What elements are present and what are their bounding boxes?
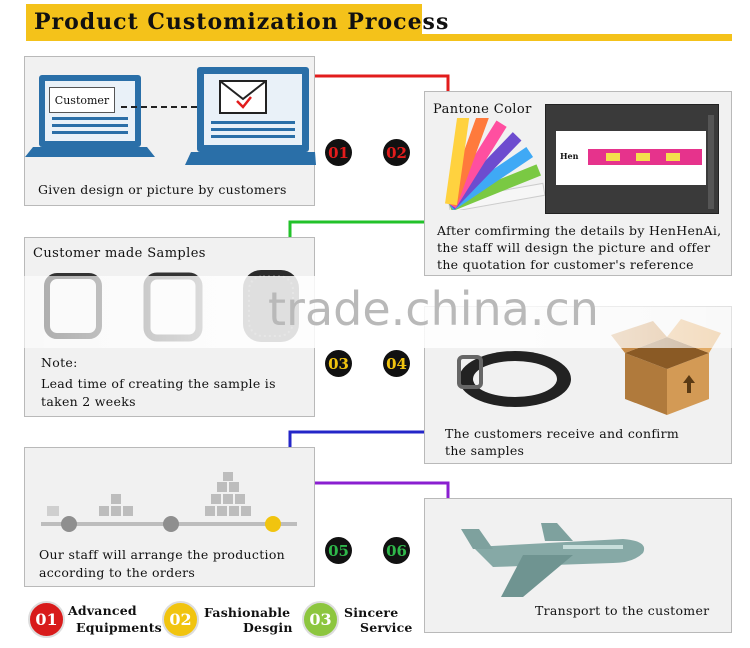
feature-3-line1: Sincere	[344, 605, 399, 620]
step3-note-2: taken 2 weeks	[41, 394, 136, 409]
feature-badge-02: 02	[162, 601, 199, 638]
step4-caption-2: the samples	[445, 443, 525, 458]
laptops-illustration	[25, 67, 316, 165]
screen-text: Hen	[560, 151, 579, 161]
feature-3-line2: Service	[360, 620, 413, 635]
page-title: Product Customization Process	[34, 9, 450, 35]
feature-2-line2: Desgin	[243, 620, 293, 635]
step2-caption-2: the staff will design the picture and of…	[437, 240, 711, 255]
belt-icon	[457, 351, 571, 407]
step-badge-02: 02	[383, 139, 410, 166]
step5-panel: Our staff will arrange the production ac…	[24, 447, 315, 587]
step6-caption: Transport to the customer	[535, 603, 710, 618]
connector-red	[314, 74, 450, 92]
step-badge-03: 03	[325, 350, 352, 377]
envelope-icon	[219, 80, 267, 114]
feature-badge-01: 01	[28, 601, 65, 638]
watermark-band	[0, 276, 750, 348]
watermark-text: trade.china.cn	[268, 282, 599, 336]
feature-1-line1: Advanced	[68, 603, 137, 618]
step2-caption-1: After comfirming the details by HenHenAi…	[437, 223, 722, 238]
step6-panel: Transport to the customer	[424, 498, 732, 633]
step-badge-05: 05	[325, 537, 352, 564]
customer-box: Customer	[49, 87, 115, 113]
feature-badge-03: 03	[302, 601, 339, 638]
customer-label: Customer	[54, 93, 110, 107]
header-underline	[26, 34, 732, 41]
step1-caption: Given design or picture by customers	[38, 182, 287, 197]
step1-panel: Customer Given design or picture by cust…	[24, 56, 316, 206]
step2-panel: Pantone Color Hen After comfirming the d…	[424, 91, 732, 276]
connector-green	[288, 220, 424, 238]
connector-purple	[314, 481, 450, 499]
feature-1-line2: Equipments	[76, 620, 162, 635]
step-badge-04: 04	[383, 350, 410, 377]
step2-caption-3: the quotation for customer's reference	[437, 257, 694, 272]
step3-note-label: Note:	[41, 355, 78, 370]
feature-2-line1: Fashionable	[204, 605, 291, 620]
step2-title: Pantone Color	[433, 102, 532, 117]
step-badge-01: 01	[325, 139, 352, 166]
design-screenshot: Hen	[545, 104, 719, 214]
pantone-fan-icon	[445, 118, 546, 210]
airplane-icon	[461, 523, 645, 597]
connector-blue	[288, 430, 424, 448]
step3-title: Customer made Samples	[33, 246, 206, 261]
step5-caption-2: according to the orders	[39, 565, 196, 580]
production-chart-illustration	[41, 472, 297, 532]
step4-caption-1: The customers receive and confirm	[445, 426, 679, 441]
step3-note-1: Lead time of creating the sample is	[41, 376, 276, 391]
step-badge-06: 06	[383, 537, 410, 564]
step5-caption-1: Our staff will arrange the production	[39, 547, 286, 562]
